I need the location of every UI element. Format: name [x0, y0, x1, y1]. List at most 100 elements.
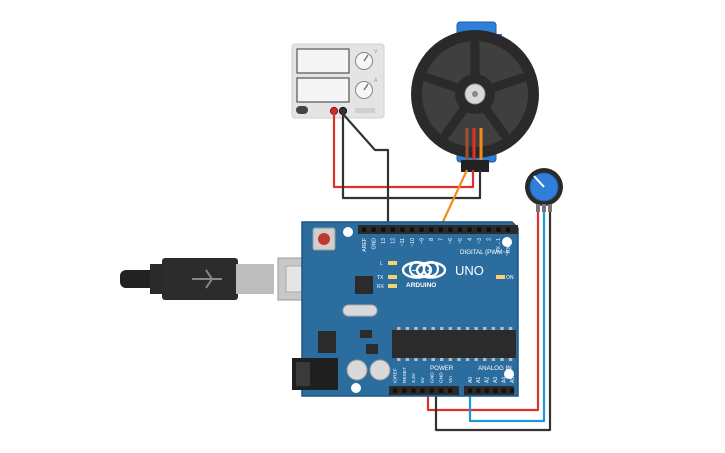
digital-pin-label: 12 [391, 238, 397, 244]
arduino-logo: − + [401, 260, 447, 279]
positive-terminal[interactable] [329, 106, 339, 116]
analog-pin-a3[interactable] [493, 388, 498, 393]
ps-vent [355, 108, 375, 113]
digital-pin-label: 13 [381, 238, 387, 244]
power-switch[interactable] [296, 106, 308, 114]
power-pin-gnd[interactable] [429, 388, 434, 393]
digital-pin-label: 2 [487, 238, 493, 241]
wire-ps-ground-servo[interactable] [341, 114, 482, 200]
digital-pin-label: ~11 [400, 238, 406, 247]
digital-pin-11[interactable] [400, 227, 405, 232]
digital-pin-gnd[interactable] [371, 227, 376, 232]
reset-button-cap[interactable] [318, 233, 330, 245]
digital-pin-tx1[interactable] [496, 227, 501, 232]
power-pin-label: Vin [448, 376, 454, 383]
digital-pin-label: TX→1 [496, 238, 502, 253]
digital-pin-label: GND [371, 238, 377, 250]
bottom-pin-holes[interactable] [392, 388, 515, 393]
servo-motor[interactable] [411, 21, 539, 172]
mount-hole [502, 237, 512, 247]
current-display [296, 77, 350, 103]
power-pin-gnd[interactable] [438, 388, 444, 393]
digital-header-label: DIGITAL (PWM~) [460, 249, 508, 256]
digital-pin-label: ~9 [419, 238, 425, 244]
power-pin-5v[interactable] [420, 388, 425, 393]
power-pin-ioref[interactable] [392, 388, 398, 393]
analog-header-label: ANALOG IN [478, 365, 512, 372]
negative-terminal[interactable] [338, 106, 348, 116]
digital-pin-4[interactable] [467, 227, 472, 232]
wire-pot-ground[interactable] [434, 212, 552, 432]
digital-pin-13[interactable] [381, 227, 386, 232]
analog-pin-label: A1 [476, 377, 482, 383]
power-pin-label: 5V [420, 376, 426, 383]
power-pin-label: IOREF [393, 368, 399, 383]
power-pin-label: 3.3V [411, 372, 417, 383]
analog-pin-a4[interactable] [501, 388, 506, 393]
status-leds: L TX RX ON [377, 261, 514, 290]
analog-pin-label: A0 [468, 377, 474, 383]
servo-connector [461, 160, 489, 172]
led-label-rx: RX [377, 284, 385, 290]
voltage-display [296, 48, 350, 74]
digital-pin-holes[interactable] [361, 227, 511, 232]
atmega-chip [392, 330, 516, 358]
digital-pin-2[interactable] [486, 227, 491, 232]
analog-pin-a0[interactable] [467, 388, 473, 393]
model-label: UNO [455, 263, 484, 278]
digital-pin-label: ~6 [448, 238, 454, 244]
digital-pin-10[interactable] [409, 227, 415, 232]
digital-pin-label: ~3 [477, 238, 483, 244]
potentiometer[interactable] [525, 168, 563, 212]
power-pin-vin[interactable] [448, 388, 453, 393]
capacitor [369, 359, 391, 381]
power-pin-label: RESET [402, 367, 408, 383]
digital-pin-label: ~10 [410, 238, 416, 247]
digital-pin-label: 8 [429, 238, 435, 241]
brand-label: ARDUINO [406, 282, 436, 289]
digital-pin-8[interactable] [429, 227, 434, 232]
power-supply[interactable]: V A [291, 43, 385, 119]
digital-header [358, 225, 518, 234]
wire-pot-signal[interactable] [468, 212, 546, 423]
svg-text:−: − [412, 266, 417, 275]
digital-pin-12[interactable] [390, 227, 395, 232]
mount-hole [504, 369, 514, 379]
analog-pin-label: A3 [493, 377, 499, 383]
power-pin-reset[interactable] [402, 388, 407, 393]
usb-icon [192, 269, 222, 289]
digital-pin-rx0[interactable] [505, 227, 511, 232]
analog-pin-a2[interactable] [484, 388, 489, 393]
wire-ps-ground-arduino[interactable] [342, 113, 390, 229]
wire-pot-5v[interactable] [426, 212, 540, 412]
voltage-label: V [374, 49, 378, 55]
horn-screw [472, 91, 478, 97]
analog-pin-a1[interactable] [476, 388, 481, 393]
power-pin-label: GND [429, 372, 435, 383]
digital-pin-label: 4 [467, 238, 473, 241]
wires [332, 113, 552, 432]
digital-pin-9[interactable] [419, 227, 424, 232]
on-label: ON [506, 275, 514, 281]
wire-servo-signal[interactable] [439, 169, 468, 229]
svg-text:+: + [427, 266, 432, 275]
analog-pin-label: A4 [501, 377, 507, 383]
mount-hole [351, 383, 361, 393]
digital-pin-label: AREF [362, 238, 368, 252]
usb-connector-metal [236, 264, 274, 294]
analog-pin-a5[interactable] [509, 388, 515, 393]
digital-pin-3[interactable] [477, 227, 482, 232]
digital-pin-7[interactable] [438, 227, 443, 232]
power-pin-33v[interactable] [411, 388, 416, 393]
voltage-regulator [318, 331, 336, 353]
digital-pin-label: 7 [439, 238, 445, 241]
current-label: A [374, 78, 378, 84]
digital-pin-label: RX←0 [506, 238, 512, 253]
digital-pin-6[interactable] [448, 227, 453, 232]
wire-ps-positive-servo[interactable] [332, 114, 475, 189]
digital-pin-aref[interactable] [361, 227, 367, 232]
digital-pin-5[interactable] [457, 227, 463, 232]
